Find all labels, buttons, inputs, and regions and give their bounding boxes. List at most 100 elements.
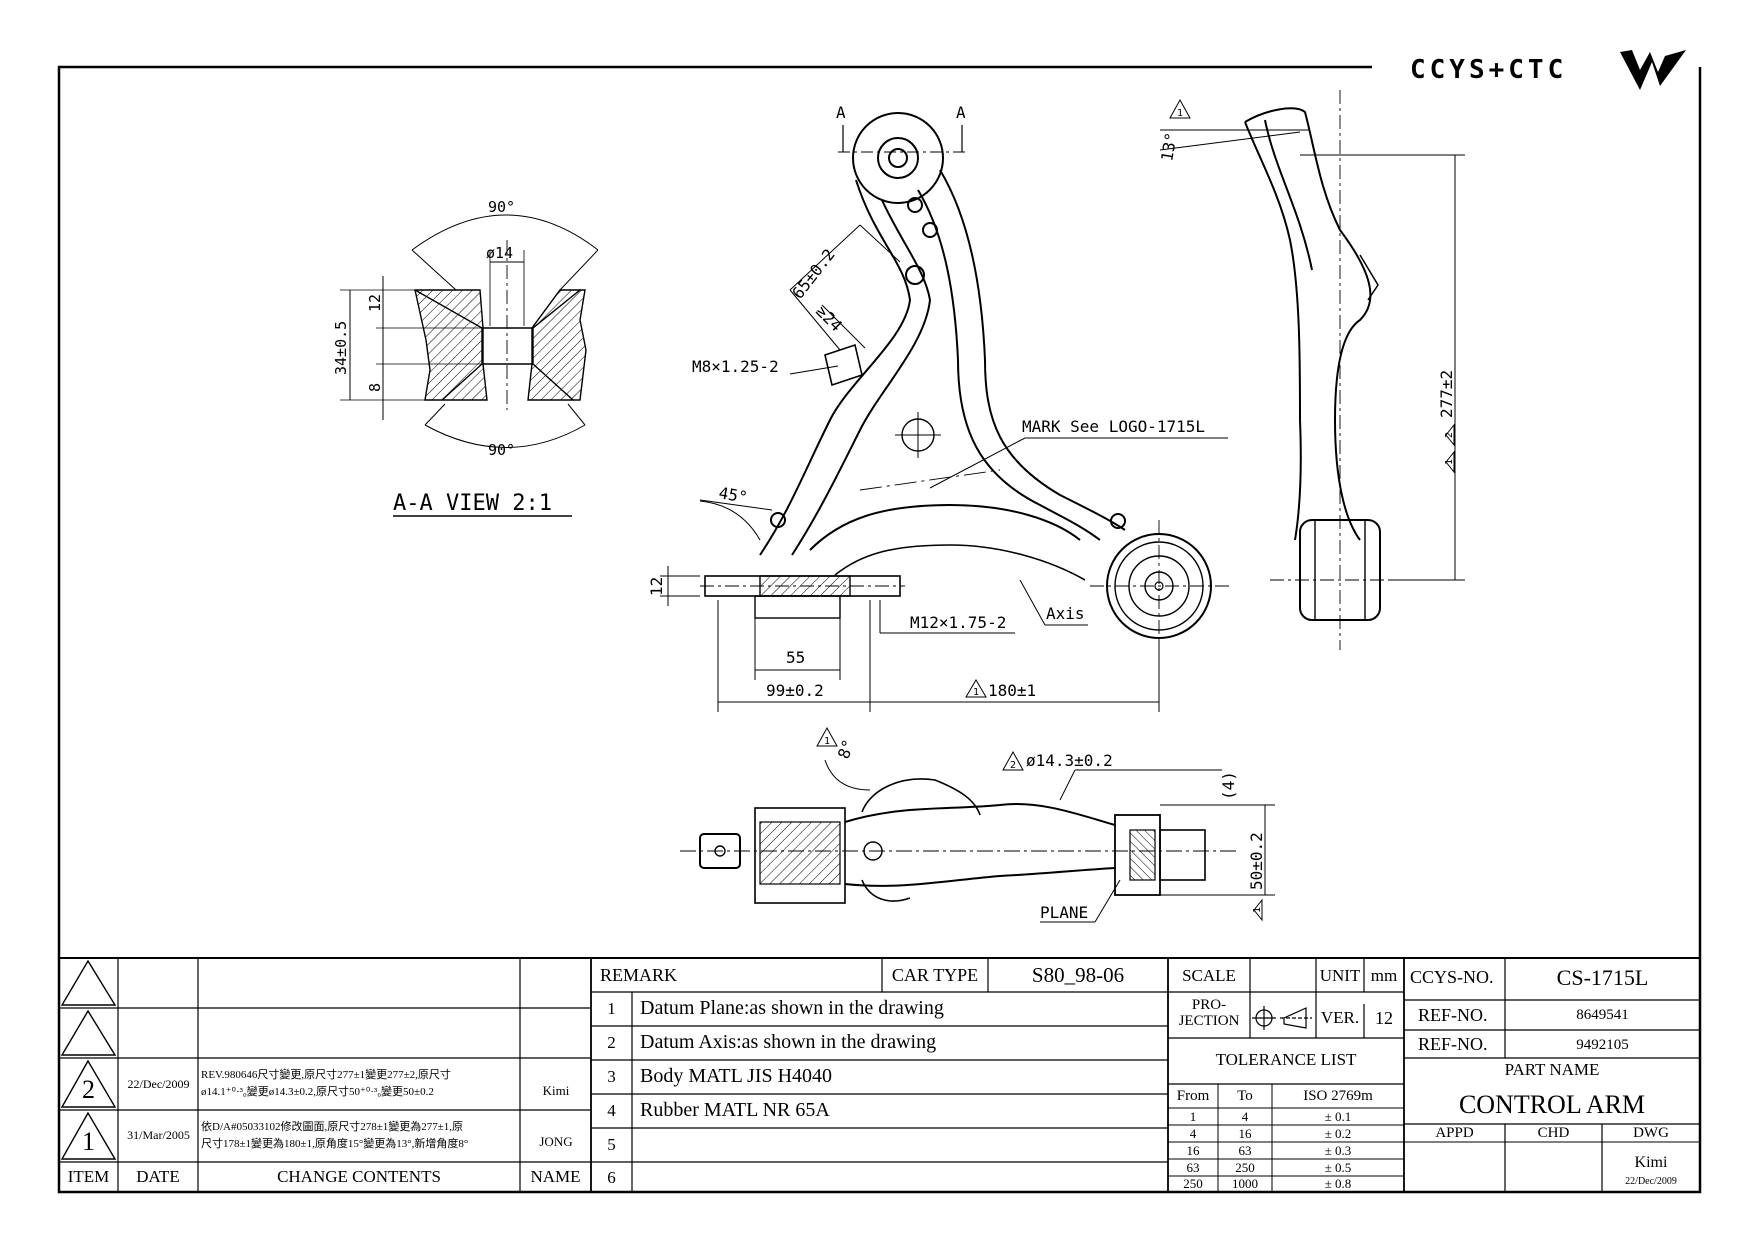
flag-2-bore-143: 2 [1002, 750, 1024, 771]
svg-text:MARK See LOGO-1715L: MARK See LOGO-1715L [1022, 417, 1205, 436]
flag-1-length-277: 1 [1444, 450, 1455, 474]
svg-text:A: A [956, 103, 966, 122]
tolerance-row-5-to: 1000 [1232, 1176, 1258, 1191]
svg-text:34±0.5: 34±0.5 [332, 321, 350, 375]
part-name-value: CONTROL ARM [1458, 1090, 1646, 1119]
svg-text:ø14.3±0.2: ø14.3±0.2 [1026, 751, 1113, 770]
remark-2-text: Datum Axis:as shown in the drawing [640, 1031, 937, 1053]
side-view [1244, 90, 1420, 650]
dwg-value: Kimi [1634, 1154, 1668, 1171]
remark-6-number: 6 [607, 1168, 616, 1187]
tolerance-header-to: To [1237, 1088, 1253, 1104]
svg-text:12: 12 [647, 577, 666, 596]
tolerance-row-1-to: 4 [1241, 1109, 1249, 1124]
drawing-border [57, 65, 1702, 1194]
revision-header-contents: CHANGE CONTENTS [277, 1167, 441, 1186]
front-view-dimensions [660, 224, 1228, 712]
svg-text:13°: 13° [1157, 131, 1181, 163]
unit-label: UNIT [1319, 966, 1361, 985]
tolerance-row-2-tol: ± 0.2 [1324, 1126, 1352, 1141]
svg-text:2: 2 [1010, 760, 1016, 771]
remark-1-number: 1 [607, 999, 616, 1018]
svg-text:277±2: 277±2 [1437, 370, 1456, 418]
revision-row-3-contents-line2: ø14.1⁺⁰·³₀變更ø14.3±0.2,原尺寸50⁺⁰·³₀變更50±0.2 [201, 1086, 434, 1098]
tolerance-row-1-tol: ± 0.1 [1324, 1109, 1352, 1124]
tolerance-header-from: From [1176, 1088, 1210, 1104]
ccys-no-label: CCYS-NO. [1410, 967, 1494, 987]
tolerance-row-5-tol: ± 0.8 [1324, 1176, 1352, 1191]
revision-row-4-contents-line1: 依D/A#05033102修改圖面,原尺寸278±1變更為277±1,原 [201, 1121, 464, 1133]
revision-row-4-item: 1 [82, 1127, 95, 1156]
tolerance-title: TOLERANCE LIST [1215, 1050, 1357, 1069]
bottom-view-dimensions [824, 759, 1275, 923]
svg-text:1: 1 [824, 736, 830, 747]
tolerance-row-3-to: 63 [1238, 1143, 1252, 1158]
car-type-label: CAR TYPE [891, 965, 979, 985]
revision-row-3-name: Kimi [542, 1083, 570, 1098]
svg-text:90°: 90° [488, 441, 515, 459]
svg-text:CCYS+CTC: CCYS+CTC [1410, 55, 1567, 85]
svg-text:(4): (4) [1219, 771, 1238, 800]
svg-text:≥24: ≥24 [812, 301, 846, 335]
dwg-date: 22/Dec/2009 [1625, 1176, 1677, 1187]
revision-row-3-date: 22/Dec/2009 [127, 1077, 190, 1091]
ref-no-value-2: 9492105 [1576, 1037, 1629, 1053]
revision-row-3-item: 2 [82, 1075, 95, 1104]
tolerance-row-3-tol: ± 0.3 [1324, 1143, 1352, 1158]
ref-no-value-1: 8649541 [1576, 1007, 1629, 1023]
title-block-grid [59, 957, 1700, 1192]
svg-text:1: 1 [1252, 907, 1263, 913]
tolerance-row-4-tol: ± 0.5 [1324, 1160, 1352, 1175]
flag-1-dist-180: 1 [965, 679, 987, 698]
svg-text:65±0.2: 65±0.2 [788, 245, 839, 302]
svg-text:12: 12 [366, 294, 384, 312]
flag-2-length-277: 2 [1444, 423, 1455, 447]
svg-text:1: 1 [973, 687, 979, 698]
tolerance-row-2-to: 16 [1238, 1126, 1252, 1141]
svg-text:8: 8 [366, 383, 384, 392]
tolerance-header-iso: ISO 2769m [1303, 1088, 1373, 1104]
section-view-aa [340, 214, 599, 448]
tolerance-row-4-to: 250 [1235, 1160, 1255, 1175]
projection-symbol-icon [1252, 1006, 1312, 1030]
section-view-title: A-A VIEW 2:1 [393, 491, 552, 516]
ver-value: 12 [1375, 1008, 1393, 1028]
svg-text:1: 1 [1444, 459, 1455, 465]
section-view-aa-labels: 90° 90° ø14 34±0.5 12 8 A-A VIEW 2:1 [332, 198, 572, 517]
tolerance-row-3-from: 16 [1186, 1143, 1200, 1158]
svg-text:Axis: Axis [1046, 604, 1085, 623]
revision-header-item: ITEM [67, 1167, 110, 1186]
tolerance-row-2-from: 4 [1189, 1126, 1197, 1141]
projection-label-2: JECTION [1178, 1014, 1240, 1029]
ver-label: VER. [1320, 1008, 1360, 1027]
flag-1-height-50: 1 [1252, 898, 1263, 922]
side-view-dimensions [1159, 129, 1465, 581]
chd-label: CHD [1537, 1125, 1570, 1141]
svg-text:90°: 90° [488, 198, 515, 216]
unit-value: mm [1370, 966, 1398, 985]
remark-2-number: 2 [607, 1033, 616, 1052]
remark-4-text: Rubber MATL NR 65A [640, 1099, 830, 1121]
revision-row-4-name: JONG [539, 1134, 573, 1149]
revision-triangles [60, 959, 117, 1160]
remark-5-number: 5 [607, 1135, 616, 1154]
ref-no-label-1: REF-NO. [1418, 1005, 1488, 1025]
flag-1-angle-8: 1 [816, 726, 838, 747]
front-view [700, 112, 1230, 650]
svg-text:45°: 45° [717, 483, 749, 507]
svg-text:2: 2 [1444, 432, 1455, 438]
remark-1-text: Datum Plane:as shown in the drawing [640, 997, 944, 1019]
projection-label-1: PRO- [1191, 998, 1227, 1013]
dwg-label: DWG [1633, 1125, 1669, 1141]
bottom-view [680, 778, 1240, 904]
tolerance-row-4-from: 63 [1186, 1160, 1200, 1175]
revision-header-name: NAME [530, 1167, 581, 1186]
svg-text:55: 55 [786, 648, 805, 667]
flag-1-angle-13: 1 [1169, 98, 1191, 119]
svg-text:1: 1 [1177, 108, 1183, 119]
ccys-no-value: CS-1715L [1556, 965, 1649, 990]
side-view-labels: 1 13° 1 2 277±2 [1157, 98, 1456, 474]
car-type-value: S80_98-06 [1031, 963, 1125, 987]
bottom-view-labels: 1 8° 2 ø14.3±0.2 (4) 50±0.2 1 PLANE [816, 726, 1266, 922]
